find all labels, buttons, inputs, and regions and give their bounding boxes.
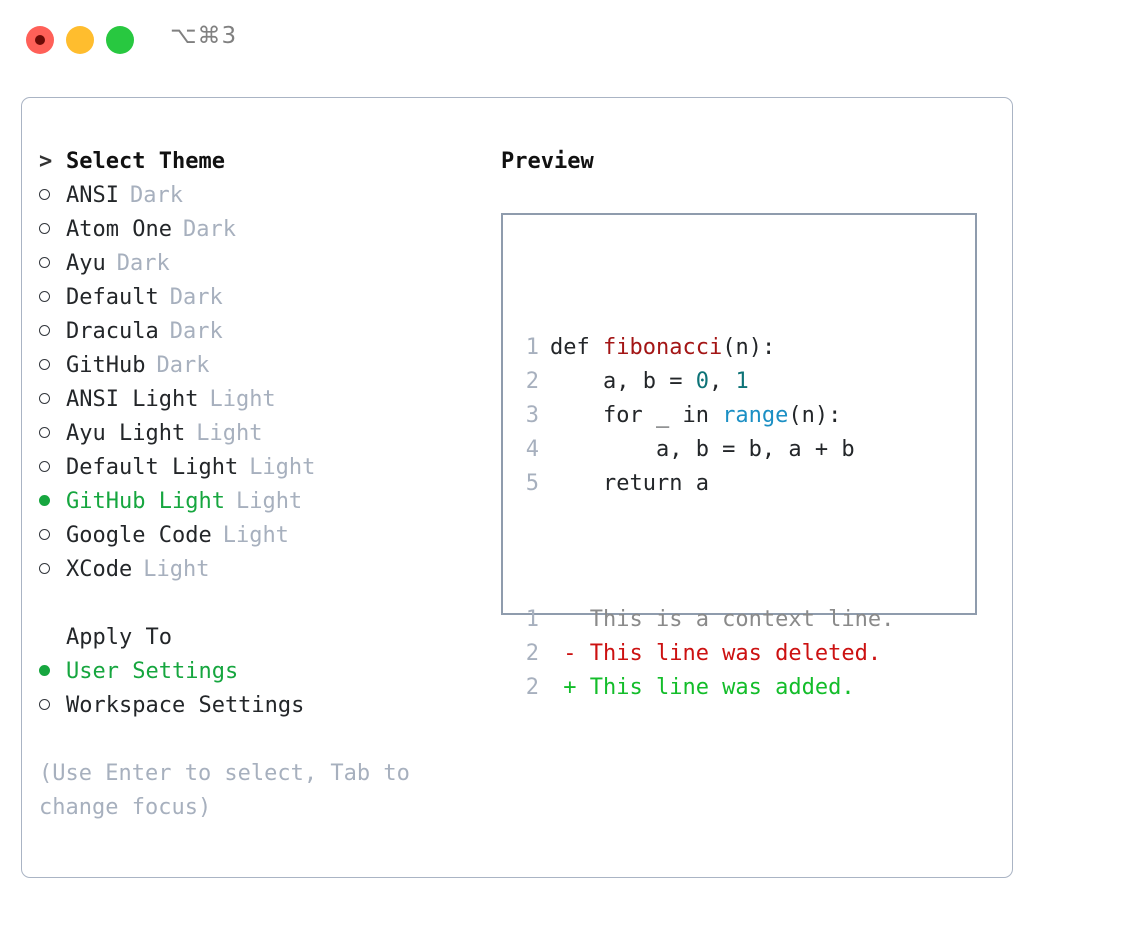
theme-list-item[interactable]: XCode Light [39, 553, 499, 587]
theme-variant-badge: Dark [182, 217, 236, 242]
code-line: 4 a, b = b, a + b [521, 433, 894, 467]
theme-list-item[interactable]: GitHub Dark [39, 349, 499, 383]
code-token-call: range [722, 403, 789, 428]
theme-variant-badge: Light [235, 489, 303, 514]
theme-variant-badge: Light [249, 455, 316, 480]
code-line: 2 a, b = 0, 1 [521, 365, 894, 399]
theme-name: GitHub [66, 353, 146, 378]
prompt-marker-icon: > [39, 149, 53, 174]
code-token-plain: a, b = b, a + b [550, 437, 855, 462]
code-token-plain: (n): [722, 335, 776, 360]
apply-to-option[interactable]: User Settings [39, 655, 499, 689]
theme-variant-badge: Dark [169, 319, 223, 344]
theme-name: XCode [66, 557, 133, 582]
theme-variant-badge: Dark [156, 353, 210, 378]
preview-title: Preview [501, 149, 594, 174]
close-button[interactable] [26, 26, 54, 54]
theme-name: Ayu Light [66, 421, 186, 446]
section-spacer [39, 587, 499, 621]
code-token-plain: (n): [788, 403, 842, 428]
theme-variant-badge: Dark [116, 251, 170, 276]
theme-variant-badge: Dark [169, 285, 223, 310]
diff-line: 2 - This line was deleted. [521, 637, 894, 671]
code-token-fn: fibonacci [602, 335, 723, 360]
line-number: 1 [525, 335, 539, 360]
theme-list-item[interactable]: Atom One Dark [39, 213, 499, 247]
theme-name: GitHub Light [66, 489, 225, 514]
theme-name: ANSI [66, 183, 119, 208]
line-number: 2 [525, 675, 539, 700]
theme-list-item[interactable]: ANSI Light Light [39, 383, 499, 417]
apply-to-label: User Settings [66, 659, 239, 684]
code-line: 1 def fibonacci(n): [521, 331, 894, 365]
diff-lines: 1 This is a context line.2 - This line w… [521, 603, 895, 705]
theme-list-item[interactable]: Ayu Light Light [39, 417, 499, 451]
zoom-button[interactable] [106, 26, 134, 54]
theme-list-item[interactable]: Ayu Dark [39, 247, 499, 281]
keyboard-hint: (Use Enter to select, Tab to change focu… [39, 761, 410, 820]
theme-variant-badge: Light [196, 421, 263, 446]
code-token-plain: a, b = [550, 369, 696, 394]
theme-list-item[interactable]: GitHub Light Light [39, 485, 499, 519]
code-token-num: 1 [735, 369, 749, 394]
apply-to-label: Workspace Settings [66, 693, 305, 718]
theme-list-item[interactable]: Default Light Light [39, 451, 499, 485]
theme-name: Default Light [66, 455, 239, 480]
theme-variant-badge: Dark [129, 183, 183, 208]
apply-to-title: Apply To [66, 625, 172, 650]
line-number: 1 [525, 607, 539, 632]
theme-name: Ayu [66, 251, 106, 276]
theme-name: Default [66, 285, 159, 310]
line-number: 2 [525, 369, 539, 394]
theme-name: Google Code [66, 523, 212, 548]
line-number: 3 [525, 403, 539, 428]
theme-list-item[interactable]: ANSI Dark [39, 179, 499, 213]
theme-variant-badge: Light [209, 387, 276, 412]
apply-to-option[interactable]: Workspace Settings [39, 689, 499, 723]
title-bar: ⌥⌘3 [0, 0, 1140, 76]
close-indicator-dot [35, 35, 45, 45]
theme-name: Dracula [66, 319, 159, 344]
theme-list-item[interactable]: Google Code Light [39, 519, 499, 553]
theme-list-item[interactable]: Default Dark [39, 281, 499, 315]
diff-line: 1 This is a context line. [521, 603, 895, 637]
code-token-plain: def [550, 335, 603, 360]
diff-line: 2 + This line was added. [521, 671, 894, 705]
diff-text-add: + This line was added. [550, 675, 855, 700]
minimize-button[interactable] [66, 26, 94, 54]
theme-name: ANSI Light [66, 387, 199, 412]
keyboard-shortcut-label: ⌥⌘3 [170, 23, 238, 49]
code-line: 5 return a [521, 467, 894, 501]
diff-text-del: - This line was deleted. [550, 641, 882, 666]
theme-picker-header: > Select Theme [39, 145, 499, 179]
theme-variant-badge: Light [143, 557, 210, 582]
theme-list-item[interactable]: Dracula Dark [39, 315, 499, 349]
line-number: 5 [525, 471, 539, 496]
theme-variant-badge: Light [222, 523, 289, 548]
code-token-plain: for _ in [550, 403, 723, 428]
theme-picker-title: Select Theme [66, 149, 225, 174]
code-token-plain: return a [550, 471, 709, 496]
code-line: 3 for _ in range(n): [521, 399, 894, 433]
line-number: 2 [525, 641, 539, 666]
diff-text-ctx: This is a context line. [550, 607, 895, 632]
code-token-plain: , [708, 369, 736, 394]
line-number: 4 [525, 437, 539, 462]
theme-name: Atom One [66, 217, 172, 242]
code-token-num: 0 [695, 369, 709, 394]
